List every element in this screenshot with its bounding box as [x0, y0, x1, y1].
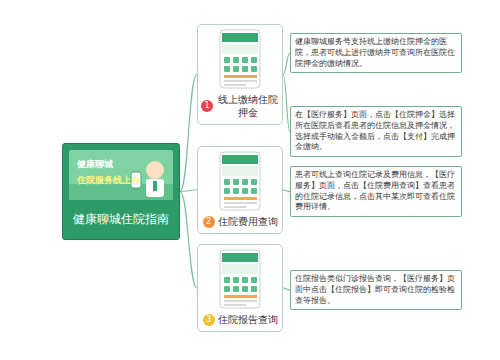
branch-connector — [180, 192, 197, 289]
branch-label-row: 1线上缴纳住院押金 — [201, 93, 279, 119]
branch-connector — [180, 190, 197, 192]
phone-screenshot — [219, 151, 261, 211]
note-text: 健康聊城服务号支持线上缴纳住院押金的医院，患者可线上进行缴纳并可查询所在医院住院… — [295, 37, 457, 69]
note-text: 住院报告类似门诊报告查询，【医疗服务】页面中点击【住院报告】即可查询住院的检验检… — [295, 274, 457, 306]
note-box: 住院报告类似门诊报告查询，【医疗服务】页面中点击【住院报告】即可查询住院的检验检… — [290, 270, 462, 310]
branch-connector — [283, 53, 290, 74]
branch-title: 住院报告查询 — [218, 313, 278, 326]
branch-connector — [283, 190, 290, 192]
branch-title: 住院费用查询 — [218, 215, 278, 228]
callout-number: 3 — [203, 314, 215, 326]
phone-screenshot — [219, 29, 261, 89]
note-box: 患者可线上查询住院记录及费用信息，【医疗服务】页面，点击【住院费用查询】查看患者… — [290, 166, 462, 217]
banner-text: 健康聊城 — [77, 158, 113, 171]
branch-label-row: 3住院报告查询 — [201, 313, 279, 326]
note-text: 在【医疗服务】页面，点击【住院押金】选择所在医院后查看患者的住院信息及押金情况，… — [295, 110, 457, 153]
phone-screenshot — [219, 249, 261, 309]
banner-text: 住院服务线上办 — [77, 174, 140, 187]
branch-box: 2住院费用查询 — [197, 146, 283, 234]
root-box: 健康聊城住院服务线上办健康聊城住院指南 — [62, 143, 180, 240]
note-box: 在【医疗服务】页面，点击【住院押金】选择所在医院后查看患者的住院信息及押金情况，… — [290, 106, 462, 157]
branch-label-row: 2住院费用查询 — [201, 215, 279, 228]
branch-box: 1线上缴纳住院押金 — [197, 24, 283, 125]
branch-connector — [283, 75, 290, 132]
banner-image: 健康聊城住院服务线上办 — [69, 150, 173, 200]
branch-box: 3住院报告查询 — [197, 244, 283, 332]
root-title: 健康聊城住院指南 — [69, 212, 173, 227]
note-text: 患者可线上查询住院记录及费用信息，【医疗服务】页面，点击【住院费用查询】查看患者… — [295, 170, 457, 213]
branch-connector — [180, 75, 197, 192]
branch-connector — [283, 288, 290, 290]
callout-number: 1 — [201, 100, 213, 112]
branch-title: 线上缴纳住院押金 — [216, 93, 279, 119]
callout-number: 2 — [203, 216, 215, 228]
note-box: 健康聊城服务号支持线上缴纳住院押金的医院，患者可线上进行缴纳并可查询所在医院住院… — [290, 33, 462, 73]
